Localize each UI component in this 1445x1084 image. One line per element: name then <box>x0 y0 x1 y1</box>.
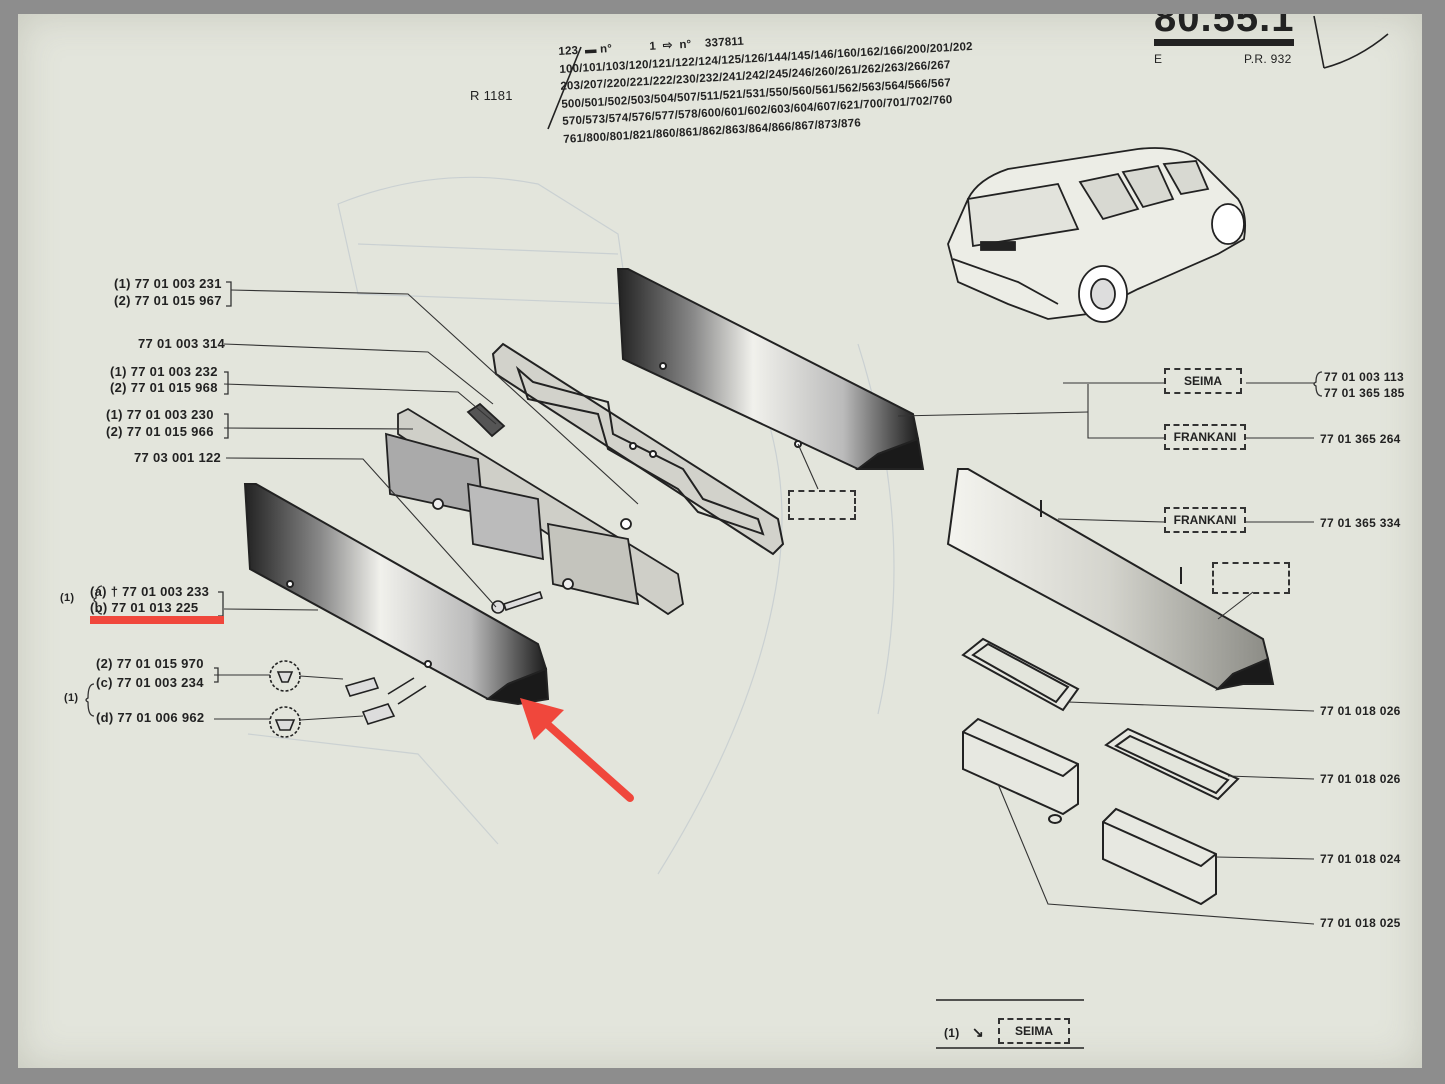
catalog-page: 80.55.1 E P.R. 932 R 1181 123 ▬ n° 1 ⇨ n… <box>18 14 1422 1068</box>
part-group-marker-lens: (1) <box>60 592 75 604</box>
car-icon: ▬ <box>581 43 598 57</box>
pr-number: P.R. 932 <box>1244 52 1292 66</box>
car-illustration <box>947 147 1247 323</box>
highlight-arrow <box>520 698 634 802</box>
sheet-letter: E <box>1154 52 1163 66</box>
part-label-gasket-2: (2) 77 01 015 968 <box>110 380 218 395</box>
screw <box>491 590 544 614</box>
part-label-fastener-d: (d) 77 01 006 962 <box>96 710 205 725</box>
gasket-code-2: 77 01 018 026 <box>1320 772 1401 786</box>
leader-lines <box>214 289 1315 925</box>
frankani-code-1: 77 01 365 264 <box>1320 432 1401 446</box>
highlight-underline <box>90 616 224 624</box>
part-label-screw: 77 03 001 122 <box>134 450 222 465</box>
serial-end: 337811 <box>704 35 745 50</box>
header-divider <box>547 15 1389 130</box>
sheet-number-rule <box>1154 39 1294 46</box>
footer-note-arrow: ↘ <box>972 1024 985 1040</box>
seima-code-2: 77 01 365 185 <box>1324 386 1405 400</box>
upper-lamp-housing <box>616 268 925 471</box>
part-label-fastener-2: (2) 77 01 015 970 <box>96 656 204 671</box>
fasteners <box>269 660 427 738</box>
serial-n2: n° <box>679 38 692 52</box>
dashed-placeholder-2 <box>1212 562 1290 594</box>
part-label-gasket-1: (1) 77 01 003 232 <box>110 364 218 379</box>
right-small-parts <box>961 637 1240 906</box>
part-label-lens-b: (b) 77 01 013 225 <box>90 600 199 615</box>
part-label-lamp-housing-1: (1) 77 01 003 231 <box>114 276 222 291</box>
part-group-marker-fasteners: (1) <box>64 692 79 704</box>
exploded-diagram <box>85 15 1389 1049</box>
right-lamp-lens <box>946 468 1275 691</box>
cup-code-2: 77 01 018 025 <box>1320 916 1401 930</box>
frankani-label-1: FRANKANI <box>1164 424 1246 450</box>
seima-code-1: 77 01 003 113 <box>1324 370 1404 384</box>
footer-note-marker: (1) <box>944 1026 960 1040</box>
serial-start: 1 <box>649 40 657 53</box>
cup-code-1: 77 01 018 024 <box>1320 852 1401 866</box>
part-label-lens-a: (a) † 77 01 003 233 <box>90 584 210 599</box>
part-label-clip: 77 01 003 314 <box>138 336 226 351</box>
sheet-number: 80.55.1 <box>1154 14 1295 40</box>
bulb-holder <box>385 402 684 616</box>
frankani-code-2: 77 01 365 334 <box>1320 516 1401 530</box>
seima-label: SEIMA <box>1164 368 1242 394</box>
part-label-holder-1: (1) 77 01 003 230 <box>106 407 214 422</box>
lower-lamp-lens <box>243 483 550 706</box>
part-label-fastener-c: (c) 77 01 003 234 <box>96 675 204 690</box>
gasket-code-1: 77 01 018 026 <box>1320 704 1401 718</box>
serial-prefix: 123 <box>558 44 579 58</box>
part-label-holder-2: (2) 77 01 015 966 <box>106 424 214 439</box>
model-ref: R 1181 <box>470 88 513 103</box>
footer-seima-label: SEIMA <box>998 1018 1070 1044</box>
arrow-right-icon: ⇨ <box>659 39 677 53</box>
dashed-placeholder-1 <box>788 490 856 520</box>
serial-n1: n° <box>599 42 613 56</box>
footer-box-lines <box>936 999 1084 1049</box>
part-label-lamp-housing-2: (2) 77 01 015 967 <box>114 293 222 308</box>
frankani-label-2: FRANKANI <box>1164 507 1246 533</box>
